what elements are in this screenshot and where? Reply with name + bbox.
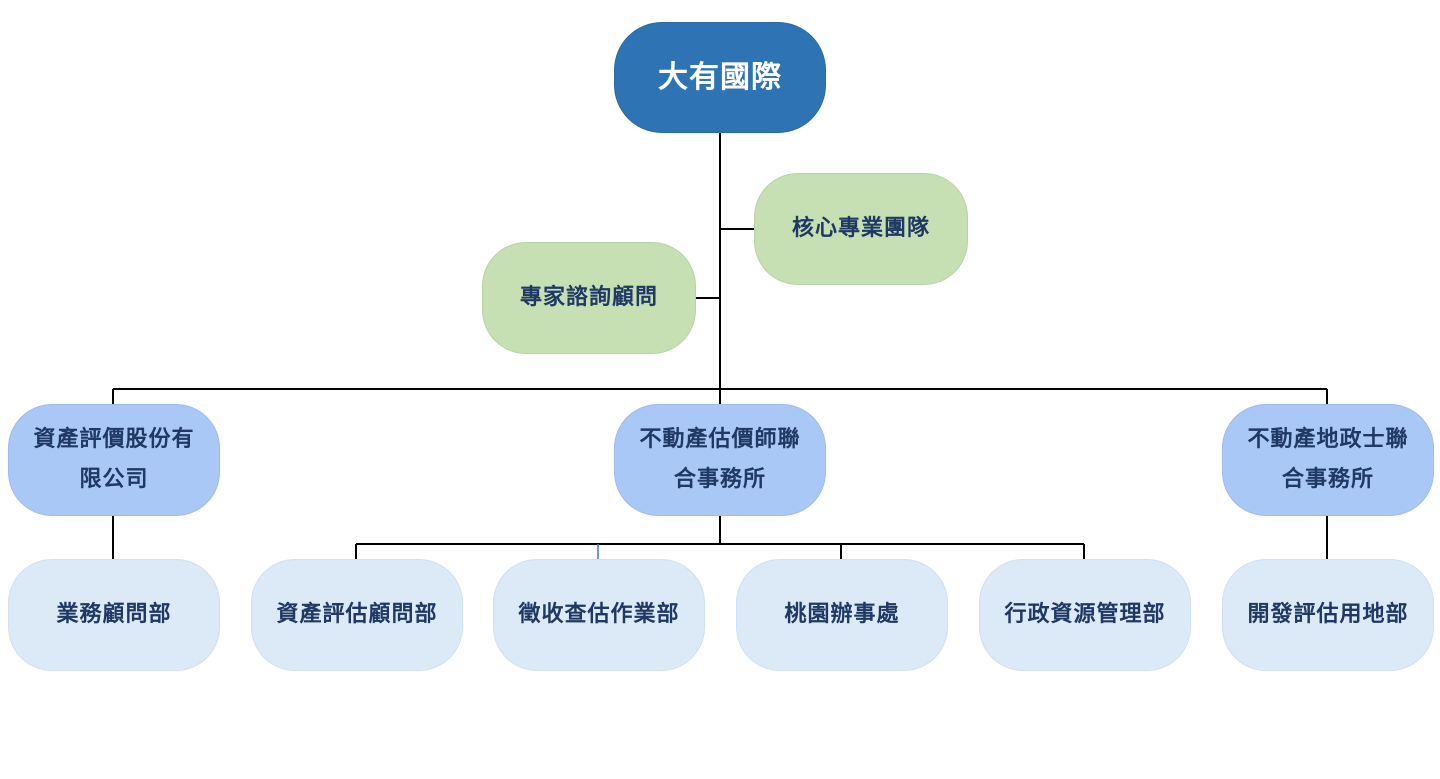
- dept-node-business-consulting: 業務顧問部: [8, 559, 220, 671]
- dept-node-development-assessment: 開發評估用地部: [1222, 559, 1434, 671]
- dept-node-expropriation: 徵收查估作業部: [493, 559, 705, 671]
- dept-node-asset-assessment: 資產評估顧問部: [251, 559, 463, 671]
- company-label-line2: 限公司: [79, 467, 149, 492]
- core-team-node: 核心專業團隊: [754, 173, 968, 285]
- dept-label: 資產評估顧問部: [276, 602, 438, 627]
- dept-label: 開發評估用地部: [1247, 602, 1409, 627]
- root-node: 大有國際: [614, 22, 826, 133]
- expert-consultants-label: 專家諮詢顧問: [519, 285, 658, 310]
- company-node-appraisers: 不動產估價師聯 合事務所: [614, 404, 826, 516]
- dept-label: 業務顧問部: [56, 602, 172, 627]
- company-label-line1: 不動產估價師聯: [639, 427, 801, 452]
- dept-label: 行政資源管理部: [1004, 602, 1166, 627]
- company-label-line1: 資產評價股份有: [33, 427, 195, 452]
- company-label-line1: 不動產地政士聯: [1247, 427, 1409, 452]
- company-node-land-administration: 不動產地政士聯 合事務所: [1222, 404, 1434, 516]
- core-team-label: 核心專業團隊: [791, 216, 930, 241]
- dept-label: 徵收查估作業部: [518, 602, 680, 627]
- root-label: 大有國際: [658, 59, 782, 95]
- dept-node-taoyuan-office: 桃園辦事處: [736, 559, 948, 671]
- dept-node-administration: 行政資源管理部: [979, 559, 1191, 671]
- connector-lines: [112, 133, 1328, 559]
- dept-label: 桃園辦事處: [784, 602, 900, 627]
- company-label-line2: 合事務所: [673, 467, 766, 492]
- company-node-asset-valuation: 資產評價股份有 限公司: [8, 404, 220, 516]
- company-label-line2: 合事務所: [1281, 467, 1374, 492]
- expert-consultants-node: 專家諮詢顧問: [482, 242, 696, 354]
